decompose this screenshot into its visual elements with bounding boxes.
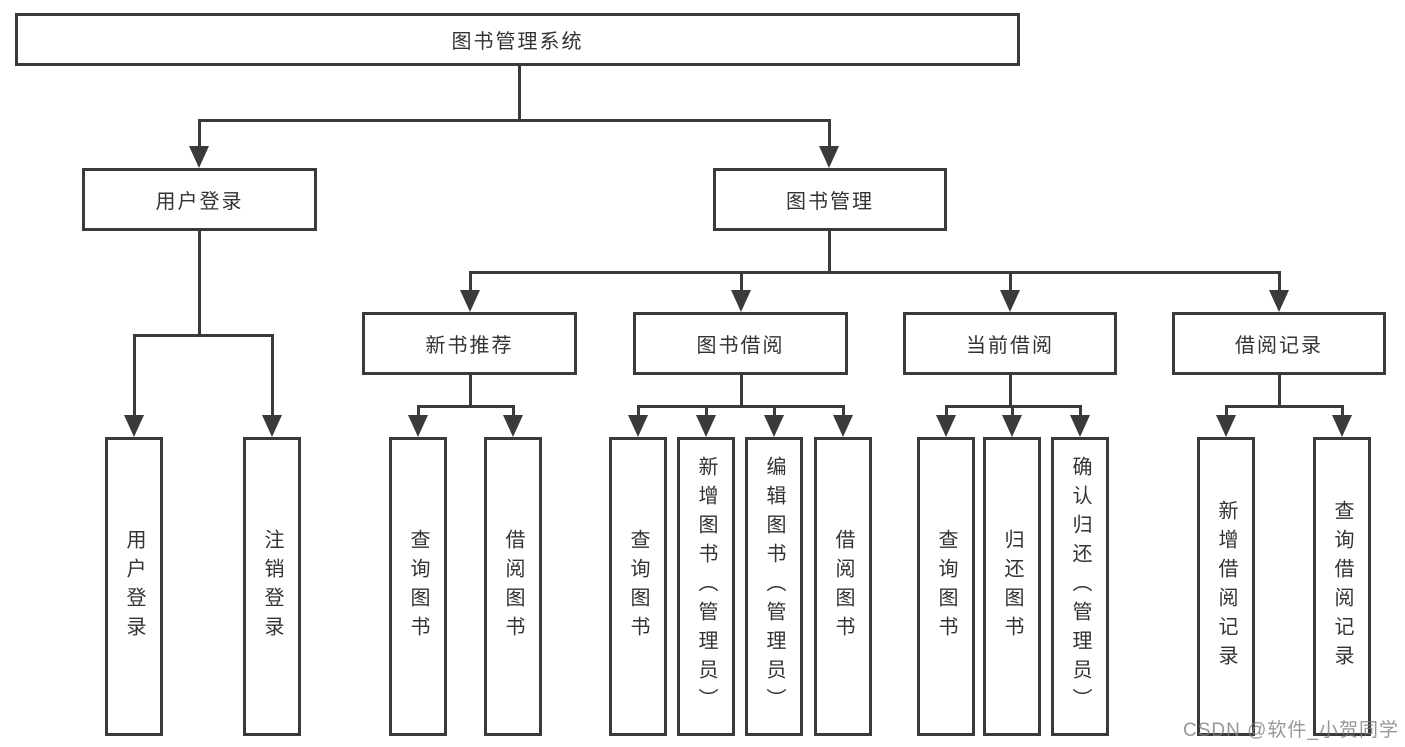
node-root-library-system: 图书管理系统 — [15, 13, 1020, 66]
leaf-borrow-query-label: 查询图书 — [627, 528, 649, 645]
connector-level2-splitter — [469, 271, 1280, 274]
arrowhead-br-add — [1216, 415, 1236, 437]
leaf-new-book-borrow-label: 借阅图书 — [502, 528, 524, 645]
connector-drop-leaf-user-login — [133, 334, 136, 419]
connector-book-borrow-stem — [740, 373, 743, 407]
leaf-logout-label: 注销登录 — [261, 528, 283, 645]
node-current-borrow: 当前借阅 — [903, 312, 1117, 375]
leaf-borrow-borrow-label: 借阅图书 — [832, 528, 854, 645]
leaf-borrow-add-admin: 新增图书（管理员） — [677, 437, 735, 736]
connector-level1-splitter — [198, 119, 830, 122]
node-borrow-records: 借阅记录 — [1172, 312, 1386, 375]
arrowhead-bb-query — [628, 415, 648, 437]
leaf-new-book-query-label: 查询图书 — [407, 528, 429, 645]
connector-borrow-records-splitter — [1225, 405, 1343, 408]
connector-user-login-stem — [198, 229, 201, 336]
node-borrow-records-label: 借阅记录 — [1235, 335, 1323, 357]
connector-drop-cb-confirm — [1079, 405, 1082, 418]
connector-drop-user-login — [198, 119, 201, 150]
connector-drop-new-book — [469, 271, 472, 293]
arrowhead-user-login — [189, 146, 209, 168]
connector-drop-current-borrow — [1009, 271, 1012, 293]
connector-drop-bb-query — [637, 405, 640, 418]
arrowhead-book-management — [819, 146, 839, 168]
connector-drop-book-management — [828, 119, 831, 150]
node-user-login: 用户登录 — [82, 168, 317, 231]
leaf-records-query: 查询借阅记录 — [1313, 437, 1371, 736]
connector-drop-cb-return — [1011, 405, 1014, 418]
arrowhead-cb-return — [1002, 415, 1022, 437]
connector-root-stem — [518, 64, 521, 121]
arrowhead-cb-query — [936, 415, 956, 437]
arrowhead-current-borrow — [1000, 290, 1020, 312]
connector-drop-br-add — [1225, 405, 1228, 418]
node-book-borrow: 图书借阅 — [633, 312, 848, 375]
leaf-records-add: 新增借阅记录 — [1197, 437, 1255, 736]
connector-drop-br-query — [1341, 405, 1344, 418]
connector-user-login-splitter — [133, 334, 274, 337]
connector-drop-nb-query — [417, 405, 420, 418]
connector-book-borrow-splitter — [637, 405, 844, 408]
leaf-logout: 注销登录 — [243, 437, 301, 736]
leaf-current-confirm-admin-label: 确认归还（管理员） — [1069, 456, 1091, 717]
connector-new-book-splitter — [417, 405, 514, 408]
arrowhead-leaf-logout — [262, 415, 282, 437]
arrowhead-nb-borrow — [503, 415, 523, 437]
csdn-watermark: CSDN @软件_小贺同学 — [1183, 720, 1399, 741]
leaf-new-book-borrow: 借阅图书 — [484, 437, 542, 736]
leaf-current-return-label: 归还图书 — [1001, 528, 1023, 645]
leaf-current-query-label: 查询图书 — [935, 528, 957, 645]
connector-drop-bb-borrow — [842, 405, 845, 418]
connector-drop-book-borrow — [740, 271, 743, 293]
leaf-borrow-borrow: 借阅图书 — [814, 437, 872, 736]
node-book-management-label: 图书管理 — [786, 191, 874, 213]
connector-drop-cb-query — [945, 405, 948, 418]
node-current-borrow-label: 当前借阅 — [966, 335, 1054, 357]
node-root-label: 图书管理系统 — [451, 31, 584, 53]
leaf-records-add-label: 新增借阅记录 — [1215, 499, 1237, 674]
arrowhead-new-book — [460, 290, 480, 312]
arrowhead-br-query — [1332, 415, 1352, 437]
leaf-borrow-edit-admin-label: 编辑图书（管理员） — [763, 456, 785, 717]
leaf-current-return: 归还图书 — [983, 437, 1041, 736]
leaf-borrow-query: 查询图书 — [609, 437, 667, 736]
arrowhead-bb-edit — [764, 415, 784, 437]
leaf-user-login: 用户登录 — [105, 437, 163, 736]
leaf-current-confirm-admin: 确认归还（管理员） — [1051, 437, 1109, 736]
node-user-login-label: 用户登录 — [155, 191, 244, 213]
leaf-user-login-label: 用户登录 — [123, 528, 145, 645]
connector-new-book-stem — [469, 373, 472, 407]
connector-drop-bb-edit — [773, 405, 776, 418]
arrowhead-bb-borrow — [833, 415, 853, 437]
connector-drop-nb-borrow — [512, 405, 515, 418]
connector-borrow-records-stem — [1278, 373, 1281, 407]
connector-drop-borrow-records — [1278, 271, 1281, 293]
connector-current-borrow-stem — [1009, 373, 1012, 407]
arrowhead-bb-add — [696, 415, 716, 437]
leaf-new-book-query: 查询图书 — [389, 437, 447, 736]
leaf-borrow-add-admin-label: 新增图书（管理员） — [695, 456, 717, 717]
node-new-book-recommend: 新书推荐 — [362, 312, 577, 375]
connector-drop-bb-add — [705, 405, 708, 418]
node-book-management: 图书管理 — [713, 168, 947, 231]
arrowhead-borrow-records — [1269, 290, 1289, 312]
leaf-borrow-edit-admin: 编辑图书（管理员） — [745, 437, 803, 736]
connector-book-management-stem — [828, 229, 831, 273]
node-book-borrow-label: 图书借阅 — [696, 335, 785, 357]
leaf-records-query-label: 查询借阅记录 — [1331, 499, 1353, 674]
arrowhead-book-borrow — [731, 290, 751, 312]
node-new-book-recommend-label: 新书推荐 — [425, 335, 514, 357]
arrowhead-leaf-user-login — [124, 415, 144, 437]
leaf-current-query: 查询图书 — [917, 437, 975, 736]
arrowhead-nb-query — [408, 415, 428, 437]
connector-drop-leaf-logout — [271, 334, 274, 419]
arrowhead-cb-confirm — [1070, 415, 1090, 437]
